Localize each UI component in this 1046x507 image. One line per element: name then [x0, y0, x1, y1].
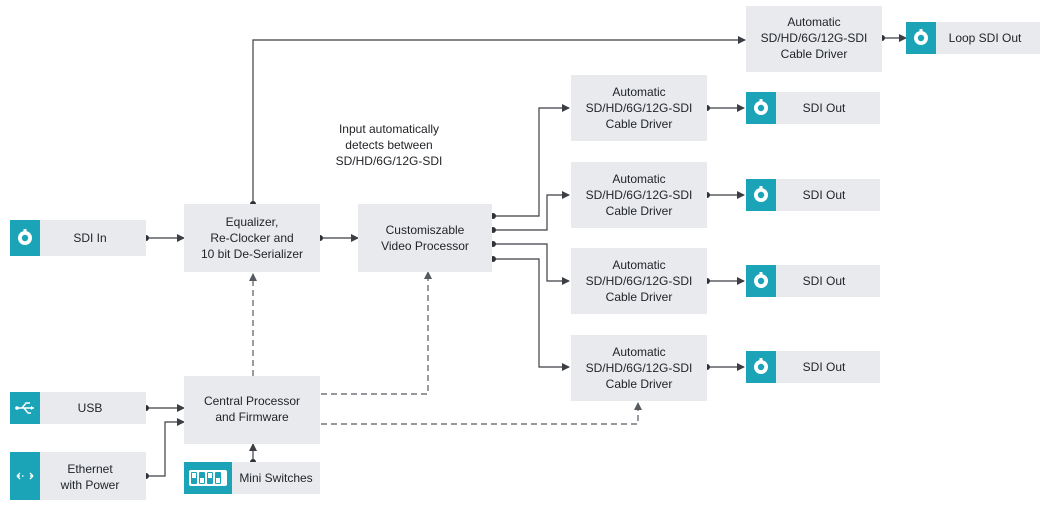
cable-driver-label-line-2: SD/HD/6G/12G-SDI — [586, 188, 693, 202]
sdi-out-label: SDI Out — [803, 188, 846, 202]
wire-loop-path — [252, 36, 746, 204]
auto-detect-note: Input automatically detects between SD/H… — [336, 122, 443, 168]
cable-driver-block-1: Automatic SD/HD/6G/12G-SDI Cable Driver — [571, 75, 707, 141]
cable-driver-label-line-1: Automatic — [612, 172, 665, 186]
cable-driver-block-2: Automatic SD/HD/6G/12G-SDI Cable Driver — [571, 162, 707, 228]
cable-driver-label-line-3: Cable Driver — [606, 290, 673, 304]
control-central-to-processor — [321, 271, 432, 395]
sdi-out-label: SDI Out — [803, 101, 846, 115]
ethernet-icon-tile — [10, 452, 40, 500]
wire-processor-to-driver-3 — [493, 243, 570, 285]
deserializer-label-line-3: 10 bit De-Serializer — [201, 247, 303, 261]
central-processor-label-line-1: Central Processor — [204, 394, 300, 408]
wire-processor-to-driver-4 — [493, 258, 570, 371]
ethernet-label-line-2: with Power — [60, 478, 120, 492]
sdi-out-block-4: SDI Out — [746, 351, 880, 383]
ethernet-arrows-icon — [16, 472, 34, 480]
usb-block: USB — [10, 392, 146, 424]
dip-switch-icon — [189, 470, 227, 486]
deserializer-label-line-1: Equalizer, — [226, 215, 279, 229]
ethernet-label-line-1: Ethernet — [67, 462, 113, 476]
cable-driver-label-line-2: SD/HD/6G/12G-SDI — [586, 274, 693, 288]
cable-driver-label-line-3: Cable Driver — [781, 47, 848, 61]
loop-sdi-out-block: Loop SDI Out — [906, 22, 1040, 54]
deserializer-block: Equalizer, Re-Clocker and 10 bit De-Seri… — [184, 204, 320, 272]
cable-driver-label-line-1: Automatic — [612, 85, 665, 99]
cable-driver-label-line-3: Cable Driver — [606, 117, 673, 131]
deserializer-label-line-2: Re-Clocker and — [210, 231, 293, 245]
video-processor-block: Customiszable Video Processor — [358, 204, 492, 272]
bnc-connector-icon — [754, 99, 768, 115]
loop-sdi-out-label: Loop SDI Out — [949, 31, 1022, 45]
control-wires — [249, 271, 642, 425]
sdi-in-block: SDI In — [10, 220, 146, 256]
cable-driver-label-line-2: SD/HD/6G/12G-SDI — [586, 101, 693, 115]
bnc-connector-icon — [754, 358, 768, 374]
video-processor-label-line-1: Customiszable — [386, 223, 465, 237]
sdi-out-label: SDI Out — [803, 360, 846, 374]
wire-processor-to-driver-1 — [493, 104, 570, 217]
note-line-2: detects between — [345, 138, 432, 152]
bnc-connector-icon — [18, 229, 32, 245]
cable-driver-block-3: Automatic SD/HD/6G/12G-SDI Cable Driver — [571, 248, 707, 314]
mini-switches-label: Mini Switches — [239, 471, 312, 485]
video-processor-label-line-2: Video Processor — [381, 239, 469, 253]
cable-driver-block-4: Automatic SD/HD/6G/12G-SDI Cable Driver — [571, 335, 707, 401]
usb-icon — [15, 402, 34, 414]
cable-driver-label-line-2: SD/HD/6G/12G-SDI — [586, 361, 693, 375]
cable-driver-label-line-3: Cable Driver — [606, 204, 673, 218]
signal-wires — [146, 34, 907, 477]
central-processor-block: Central Processor and Firmware — [184, 376, 320, 444]
usb-label: USB — [78, 401, 103, 415]
cable-driver-label-line-3: Cable Driver — [606, 377, 673, 391]
cable-driver-label-line-2: SD/HD/6G/12G-SDI — [761, 31, 868, 45]
bnc-connector-icon — [914, 29, 928, 45]
ethernet-block: Ethernet with Power — [10, 452, 146, 500]
sdi-out-block-3: SDI Out — [746, 265, 880, 297]
wire-processor-to-driver-2 — [493, 191, 570, 231]
note-line-1: Input automatically — [339, 122, 439, 136]
cable-driver-label-line-1: Automatic — [612, 258, 665, 272]
sdi-out-block-2: SDI Out — [746, 179, 880, 211]
sdi-out-block-1: SDI Out — [746, 92, 880, 124]
cable-driver-label-line-1: Automatic — [787, 15, 840, 29]
sdi-in-label: SDI In — [73, 231, 106, 245]
bnc-connector-icon — [754, 186, 768, 202]
bnc-connector-icon — [754, 272, 768, 288]
control-central-to-driver-4 — [321, 402, 642, 425]
mini-switches-block: Mini Switches — [184, 462, 320, 494]
loop-cable-driver-block: Automatic SD/HD/6G/12G-SDI Cable Driver — [746, 6, 882, 72]
cable-driver-label-line-1: Automatic — [612, 345, 665, 359]
wire-ethernet-to-central — [146, 418, 185, 477]
sdi-out-label: SDI Out — [803, 274, 846, 288]
central-processor-label-line-2: and Firmware — [215, 410, 289, 424]
note-line-3: SD/HD/6G/12G-SDI — [336, 154, 443, 168]
